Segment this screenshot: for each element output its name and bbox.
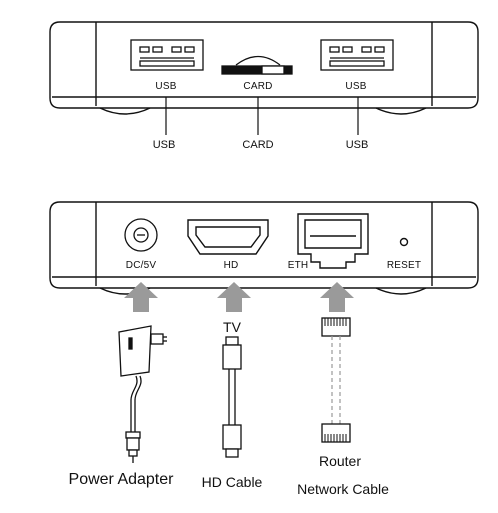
port-label-reset: RESET bbox=[386, 260, 422, 271]
device-label-power-adapter: Power Adapter bbox=[68, 471, 174, 488]
device-label-hd-cable: HD Cable bbox=[201, 474, 263, 490]
callout-usb-left: USB bbox=[152, 139, 176, 151]
device-label-router: Router bbox=[318, 453, 362, 469]
eth-port bbox=[297, 213, 369, 269]
card-slot bbox=[221, 55, 293, 75]
hd-cable-drawing bbox=[222, 336, 242, 458]
callout-usb-right: USB bbox=[345, 139, 369, 151]
port-label-usb-right: USB bbox=[345, 81, 367, 92]
network-cable-drawing bbox=[321, 317, 351, 443]
usb-port-left bbox=[130, 39, 204, 71]
device-label-network-cable: Network Cable bbox=[297, 481, 389, 497]
usb-port-right bbox=[320, 39, 394, 71]
port-label-usb-left: USB bbox=[155, 81, 177, 92]
device-label-tv: TV bbox=[223, 319, 241, 335]
reset-pinhole bbox=[399, 237, 409, 247]
power-adapter-drawing bbox=[118, 325, 167, 463]
port-label-eth: ETH bbox=[287, 260, 309, 271]
top-leader-lines bbox=[165, 97, 359, 135]
port-label-card: CARD bbox=[243, 81, 273, 92]
callout-card: CARD bbox=[242, 139, 274, 151]
dc-jack bbox=[124, 218, 158, 252]
bottom-device-body bbox=[49, 201, 479, 295]
hd-port bbox=[187, 219, 269, 255]
connection-arrows bbox=[124, 282, 354, 312]
port-label-hd: HD bbox=[223, 260, 239, 271]
port-label-dc: DC/5V bbox=[125, 260, 157, 271]
top-device-body bbox=[49, 21, 479, 115]
